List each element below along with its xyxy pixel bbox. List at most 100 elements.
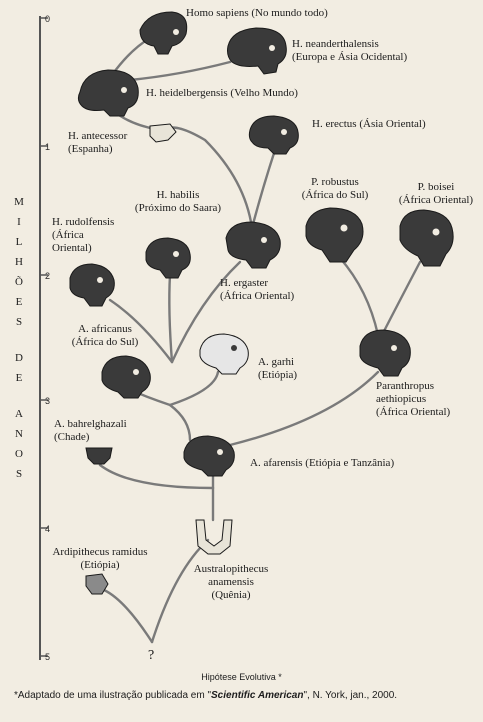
axis-letter: E [15, 296, 23, 308]
label-line: A. garhi [258, 356, 295, 368]
label-line: (Espanha) [68, 143, 113, 155]
label-line: H. ergaster [220, 277, 269, 289]
fossil-bahrelghazali-icon [85, 447, 113, 465]
label-homo-sapiens: Homo sapiens (No mundo todo) [186, 7, 328, 19]
branch-root-ramidus [102, 588, 154, 644]
unknown-ancestor-mark: ? [148, 648, 155, 663]
label-line: A. bahrelghazali [54, 418, 127, 430]
label-line: (África Oriental) [398, 194, 474, 206]
axis-letter: I [17, 216, 21, 228]
label-line: (Etiópia) [258, 369, 298, 381]
label-ramidus: Ardipithecus ramidus (Etiópia) [44, 546, 156, 572]
branch-bahrelghazali [98, 463, 215, 490]
branch-heidel-neander [128, 60, 232, 82]
axis-letter: L [15, 236, 23, 248]
label-line: H. rudolfensis [52, 216, 115, 228]
skull-homo-sapiens-icon [139, 11, 188, 55]
axis-letter: S [15, 468, 23, 480]
label-line: (Quênia) [211, 589, 251, 601]
label-line: (África [52, 229, 84, 241]
skull-heidelbergensis-icon [77, 69, 139, 117]
label-erectus: H. erectus (Ásia Oriental) [312, 118, 426, 130]
skull-rudolfensis-icon [69, 263, 115, 307]
skull-habilis-icon [145, 237, 191, 279]
label-bahrelghazali: A. bahrelghazali (Chade) [54, 418, 127, 444]
branch-aethiopicus-boisei [380, 260, 422, 337]
label-line: (Próximo do Saara) [134, 202, 222, 214]
skull-africanus-icon [101, 355, 151, 399]
label-p-robustus: P. robustus (África do Sul) [290, 176, 380, 202]
branch-ergaster-erectus [250, 148, 277, 230]
branch-garhi [168, 370, 220, 407]
fossil-ramidus-icon [85, 573, 109, 595]
branch-to-rudolfensis [108, 298, 174, 364]
tick-label-5: 5 [45, 652, 51, 662]
branch-afarensis-aethiopicus [228, 370, 380, 447]
label-line: (África Oriental) [376, 406, 451, 418]
skull-afarensis-icon [183, 435, 235, 477]
footnote-suffix: ", N. York, jan., 2000. [303, 690, 398, 701]
tick-label-2: 2 [45, 271, 51, 281]
label-p-boisei: P. boisei (África Oriental) [390, 181, 482, 207]
tick-label-0: 0 [45, 14, 51, 24]
label-line: anamensis [208, 576, 254, 588]
label-aethiopicus: Paranthropus aethiopicus (África Orienta… [376, 380, 450, 419]
label-line: H. habilis [156, 189, 200, 201]
label-line: (África do Sul) [301, 189, 369, 201]
tick-label-1: 1 [45, 142, 51, 152]
axis-letter: M [14, 196, 24, 208]
axis-letter: H [15, 256, 23, 268]
fossil-antecessor-icon [149, 123, 177, 143]
diagram-caption: Hipótese Evolutiva * [201, 672, 282, 682]
branch-to-ergaster [170, 260, 242, 364]
axis-letter: E [15, 372, 23, 384]
skull-ergaster-icon [225, 221, 281, 269]
label-ergaster: H. ergaster (África Oriental) [220, 277, 294, 303]
fossil-anamensis-icon [195, 519, 233, 555]
label-line: Australopithecus [193, 563, 269, 575]
label-line: Oriental) [52, 242, 92, 254]
label-line: (Europa e Ásia Ocidental) [292, 51, 408, 63]
axis-letter: A [15, 408, 23, 420]
branch-ergaster-heidelbergensis [166, 126, 254, 230]
label-garhi: A. garhi (Etiópia) [258, 356, 297, 382]
label-line: H. antecessor [68, 130, 128, 142]
label-line: A. africanus [78, 323, 132, 335]
label-africanus: A. africanus (África do Sul) [52, 323, 158, 349]
label-line: aethiopicus [376, 393, 427, 405]
tick-label-4: 4 [45, 524, 51, 534]
label-line: P. boisei [417, 181, 455, 193]
label-line: H. neanderthalensis [292, 38, 379, 50]
label-anamensis: Australopithecus anamensis (Quênia) [178, 563, 284, 602]
label-line: P. robustus [311, 176, 359, 188]
tick-label-3: 3 [45, 396, 51, 406]
label-heidelbergensis: H. heidelbergensis (Velho Mundo) [146, 87, 298, 99]
label-line: (África Oriental) [220, 290, 295, 302]
axis-letter: S [15, 316, 23, 328]
label-line: Paranthropus [376, 380, 435, 392]
label-line: (Chade) [54, 431, 90, 443]
branch-afarensis-garhi [168, 403, 192, 442]
axis-letter: D [15, 352, 23, 364]
axis-letter: N [15, 428, 23, 440]
footnote-source: Scientific American [211, 690, 304, 701]
label-afarensis: A. afarensis (Etiópia e Tanzânia) [250, 457, 395, 469]
skull-aethiopicus-icon [359, 329, 411, 377]
axis-letter: O [15, 448, 23, 460]
skull-p-boisei-icon [399, 209, 454, 267]
branch-to-habilis [168, 273, 174, 364]
skull-p-robustus-icon [305, 207, 364, 263]
footnote: *Adaptado de uma ilustração publicada em… [14, 690, 397, 701]
label-line: (Etiópia) [80, 559, 120, 571]
label-antecessor: H. antecessor (Espanha) [68, 130, 127, 156]
label-rudolfensis: H. rudolfensis (África Oriental) [52, 216, 114, 255]
label-neanderthalensis: H. neanderthalensis (Europa e Ásia Ocide… [292, 38, 407, 64]
axis-letter: Õ [15, 276, 23, 288]
label-habilis: H. habilis (Próximo do Saara) [128, 189, 228, 215]
skull-garhi-icon [199, 333, 249, 375]
branch-aethiopicus-robustus [338, 256, 380, 337]
skull-erectus-icon [248, 115, 299, 155]
footnote-prefix: *Adaptado de uma ilustração publicada em… [14, 690, 212, 701]
